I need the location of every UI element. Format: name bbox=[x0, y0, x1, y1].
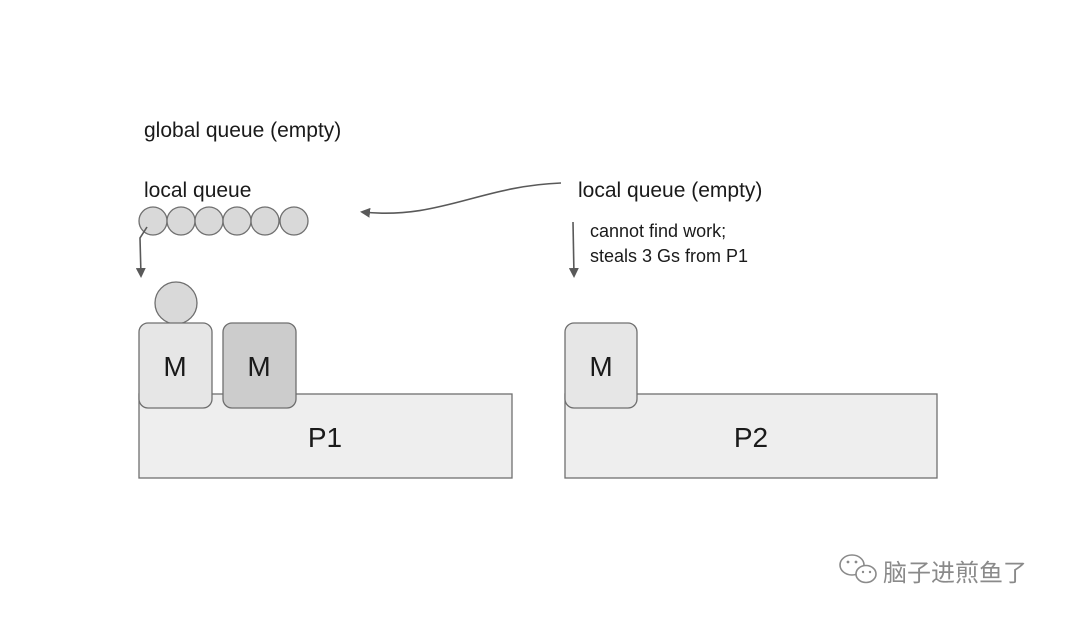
goroutine bbox=[194, 206, 224, 236]
p1-local-queue-label: local queue bbox=[144, 179, 251, 202]
p2-processor-box bbox=[564, 393, 938, 479]
steal-note-line-1: cannot find work; bbox=[590, 221, 726, 241]
p2-local-queue-label: local queue (empty) bbox=[578, 179, 762, 202]
p2-processor-label: P2 bbox=[734, 422, 768, 453]
steal-note-line-2: steals 3 Gs from P1 bbox=[590, 246, 748, 266]
goroutine bbox=[166, 206, 196, 236]
p1-processor-label: P1 bbox=[308, 422, 342, 453]
global-queue-label: global queue (empty) bbox=[144, 119, 341, 142]
watermark: 脑子进煎鱼了 bbox=[839, 554, 1027, 587]
p1-m-thread-active bbox=[138, 322, 213, 409]
goroutine bbox=[279, 206, 309, 236]
running-goroutine bbox=[154, 281, 198, 325]
goroutine bbox=[250, 206, 280, 236]
steal-arrow bbox=[360, 182, 562, 218]
p2-m-label: M bbox=[589, 351, 612, 382]
p1-m-label-2: M bbox=[247, 351, 270, 382]
goroutine bbox=[138, 206, 168, 236]
p2-m-thread bbox=[564, 322, 638, 409]
wechat-icon bbox=[839, 554, 877, 584]
dequeue-arrow bbox=[135, 226, 148, 278]
p1-local-queue bbox=[138, 206, 309, 236]
goroutine bbox=[222, 206, 252, 236]
p2-down-arrow bbox=[568, 221, 579, 278]
p1-m-label: M bbox=[163, 351, 186, 382]
watermark-text: 脑子进煎鱼了 bbox=[883, 559, 1027, 587]
p1-m-thread-idle bbox=[222, 322, 297, 409]
